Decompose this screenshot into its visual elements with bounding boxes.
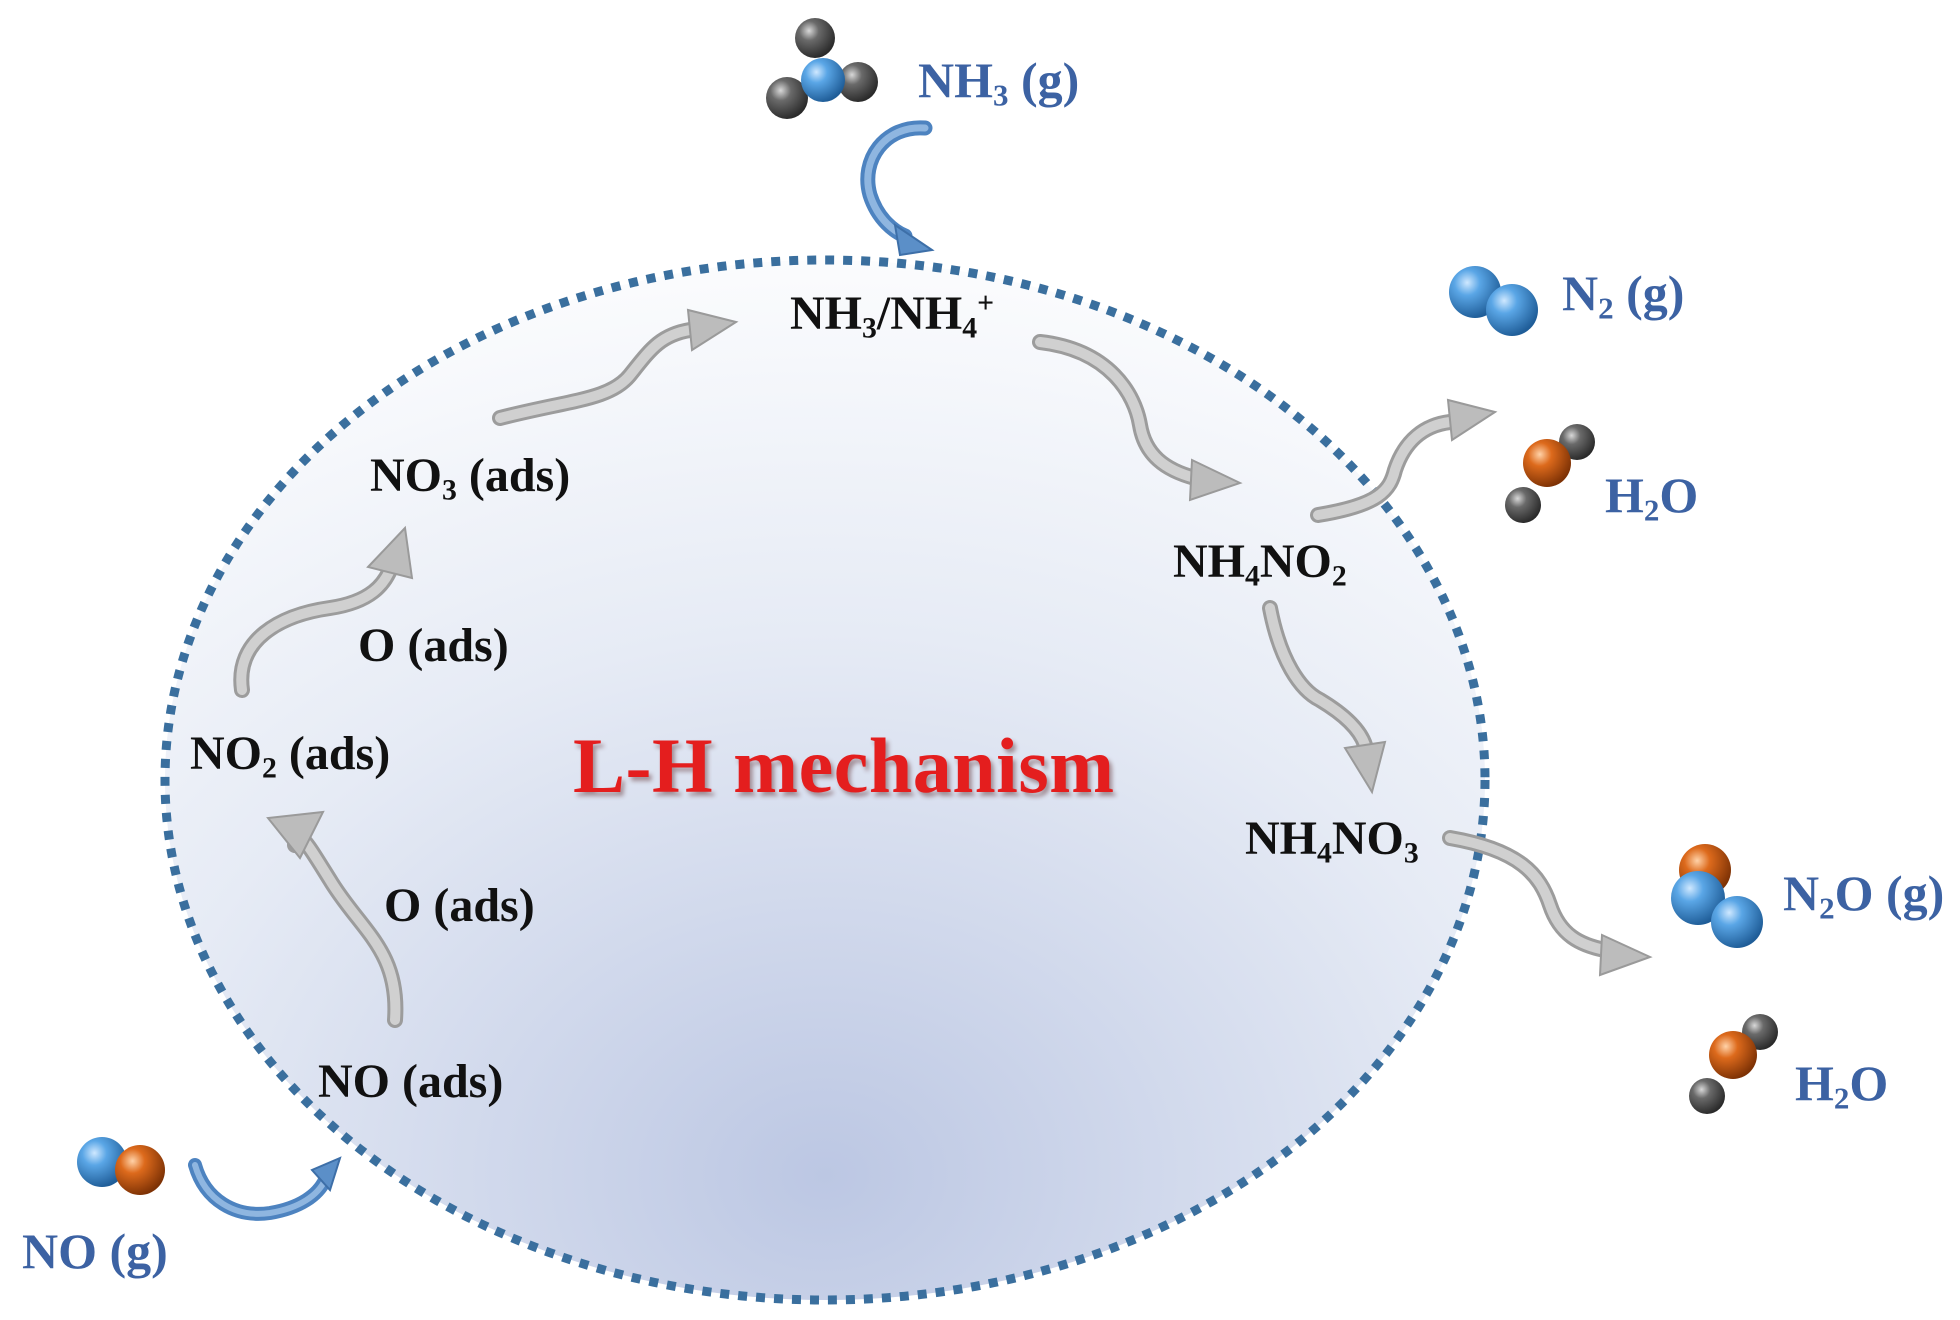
diagram-title: L-H mechanism [573, 722, 1115, 809]
no-gas-label: NO (g) [22, 1223, 168, 1279]
arrow-nh4no3-to-n2o-h2o [1442, 830, 1653, 977]
no-ads-label: NO (ads) [318, 1055, 504, 1108]
nh4no2-label: NH4NO2 [1173, 535, 1347, 593]
nh3-gas-label: NH3 (g) [918, 52, 1080, 113]
nh4no3-label: NH4NO3 [1245, 812, 1419, 870]
n2-molecule-icon [1449, 266, 1538, 336]
n2o-molecule-icon [1671, 844, 1763, 948]
catalyst-surface-ellipse [160, 255, 1490, 1305]
nh3-nh4-label: NH3/NH4+ [790, 286, 995, 345]
arrow-nh4no2-to-nh4no3 [1262, 600, 1387, 795]
no-molecule-icon [77, 1137, 165, 1195]
arrow-nh4no2-to-n2-h2o [1310, 398, 1498, 523]
n2o-gas-label: N2O (g) [1783, 865, 1945, 926]
h2o-label-lower: H2O [1795, 1055, 1889, 1116]
o-ads-label-upper: O (ads) [358, 619, 509, 672]
nh3-molecule-icon [766, 18, 878, 119]
adsorption-arrow-no [188, 1156, 342, 1221]
arrow-no-to-no2 [266, 810, 404, 1028]
no3-ads-label: NO3 (ads) [370, 449, 571, 507]
n2-gas-label: N2 (g) [1562, 265, 1685, 326]
arrow-no2-to-no3 [233, 525, 414, 698]
arrow-no3-to-nh3 [492, 308, 739, 426]
h2o-molecule-icon [1505, 424, 1595, 523]
h2o-molecule-icon [1689, 1014, 1778, 1114]
h2o-label-upper: H2O [1605, 467, 1699, 528]
adsorption-arrow-nh3 [860, 120, 935, 257]
no2-ads-label: NO2 (ads) [190, 727, 391, 785]
o-ads-label-lower: O (ads) [384, 879, 535, 932]
arrow-nh3-to-nh4no2 [1032, 334, 1243, 502]
